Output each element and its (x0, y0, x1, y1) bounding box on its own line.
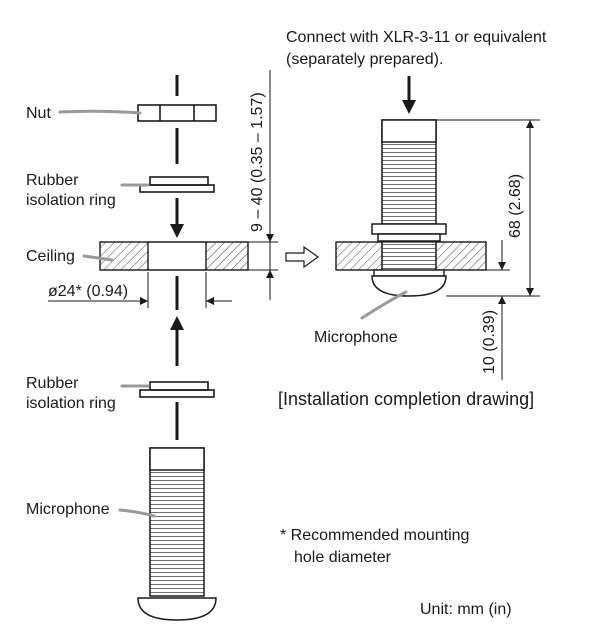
hollow-arrow-right-icon (285, 245, 320, 269)
thickness-dimension (248, 70, 278, 300)
completion-assembly (335, 76, 487, 320)
length-dimension-label: 68 (2.68) (507, 174, 524, 238)
microphone-right-label: Microphone (314, 329, 398, 346)
unit-label: Unit: mm (in) (420, 601, 512, 618)
connect-note-line1: Connect with XLR-3-11 or equivalent (286, 29, 547, 46)
microphone-left-label: Microphone (26, 501, 110, 518)
arrow-up-icon (170, 316, 184, 366)
ceiling-section (99, 241, 249, 271)
completion-caption: [Installation completion drawing] (278, 389, 534, 409)
nut-label: Nut (26, 105, 51, 122)
exploded-assembly (48, 75, 249, 621)
nut-part (137, 104, 217, 122)
footnote-line1: * Recommended mounting (280, 527, 469, 544)
rubber-ring-bottom-part (139, 381, 215, 398)
arrow-down-icon (402, 76, 416, 114)
footnote-line2: hole diameter (294, 549, 392, 566)
protrusion-dimension (486, 240, 510, 380)
rubber-ring-top-label-1: Rubber (26, 172, 79, 189)
arrow-down-icon (170, 198, 184, 238)
ceiling-label: Ceiling (26, 248, 75, 265)
thickness-dimension-label: 9 – 40 (0.35 – 1.57) (249, 92, 266, 232)
rubber-ring-top-part (139, 176, 215, 193)
hole-dimension (48, 272, 232, 308)
rubber-ring-top-label-2: isolation ring (26, 192, 116, 209)
rubber-ring-bottom-label-2: isolation ring (26, 395, 116, 412)
protrusion-dimension-label: 10 (0.39) (481, 310, 498, 374)
hole-dimension-label: ø24* (0.94) (48, 283, 128, 300)
connect-note-line2: (separately prepared). (286, 51, 443, 68)
microphone-part (137, 447, 217, 621)
length-dimension (436, 119, 540, 297)
rubber-ring-bottom-label-1: Rubber (26, 375, 79, 392)
